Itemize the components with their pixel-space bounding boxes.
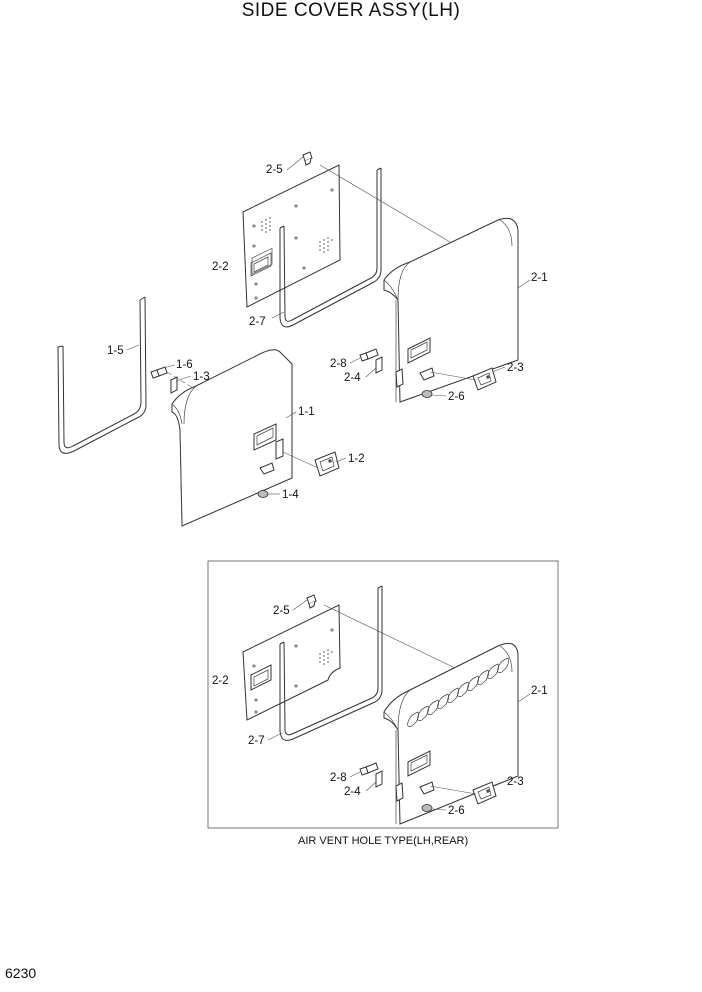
label-2-5: 2-5 — [266, 164, 283, 176]
label-1-3: 1-3 — [193, 371, 210, 383]
inset-label-2-7: 2-7 — [248, 735, 265, 747]
inset-bolt-2-8 — [349, 762, 379, 778]
page-number: 6230 — [5, 965, 37, 981]
seal-1-5 — [57, 296, 147, 454]
latch-1-2 — [282, 451, 347, 477]
inset-label-2-4: 2-4 — [344, 786, 361, 798]
inset-label-2-5: 2-5 — [273, 605, 290, 617]
label-1-1: 1-1 — [298, 406, 315, 418]
inset-guide-line — [323, 604, 456, 669]
seal-2-7 — [271, 167, 382, 328]
inset-washer-2-6 — [421, 804, 447, 812]
fastener-2-5 — [286, 151, 313, 171]
label-2-4: 2-4 — [344, 372, 361, 384]
inset-label-2-6: 2-6 — [448, 805, 465, 817]
washer-2-6 — [421, 390, 447, 398]
label-2-2: 2-2 — [212, 261, 229, 273]
label-1-2: 1-2 — [348, 453, 365, 465]
inset-latch-bracket — [395, 781, 435, 802]
inset-caption: AIR VENT HOLE TYPE(LH,REAR) — [298, 835, 468, 847]
front-cover-1-1 — [171, 349, 297, 527]
label-2-6: 2-6 — [448, 391, 465, 403]
latch-bracket-upper — [395, 367, 435, 388]
inset-latch-2-3 — [429, 780, 506, 805]
inset-label-2-1: 2-1 — [531, 685, 548, 697]
label-1-6: 1-6 — [176, 359, 193, 371]
label-2-3: 2-3 — [507, 362, 524, 374]
label-1-5: 1-5 — [107, 345, 124, 357]
label-2-7: 2-7 — [249, 316, 266, 328]
label-2-8: 2-8 — [330, 358, 347, 370]
bracket-2-4 — [365, 356, 383, 378]
label-2-1: 2-1 — [531, 272, 548, 284]
bolt-2-8 — [349, 348, 379, 364]
inner-panel-2-2 — [242, 164, 341, 308]
page-title: SIDE COVER ASSY(LH) — [241, 0, 461, 21]
inset-seal-2-7 — [267, 585, 383, 741]
outer-cover-2-1 — [383, 217, 531, 403]
inset-label-2-8: 2-8 — [330, 772, 347, 784]
label-1-4: 1-4 — [282, 489, 299, 501]
inset-outer-cover-2-1 — [383, 642, 531, 825]
inset-bracket-2-4 — [365, 770, 383, 792]
inset-fastener-2-5 — [292, 594, 317, 611]
washer-1-4 — [257, 490, 280, 498]
inset-inner-panel-2-2 — [242, 604, 341, 721]
inset-label-2-2: 2-2 — [212, 675, 229, 687]
bracket-1-3 — [170, 375, 192, 394]
inset-label-2-3: 2-3 — [507, 776, 524, 788]
guide-line-2-5 — [319, 164, 456, 246]
inset-frame — [207, 560, 559, 829]
latch-2-3 — [429, 366, 506, 391]
